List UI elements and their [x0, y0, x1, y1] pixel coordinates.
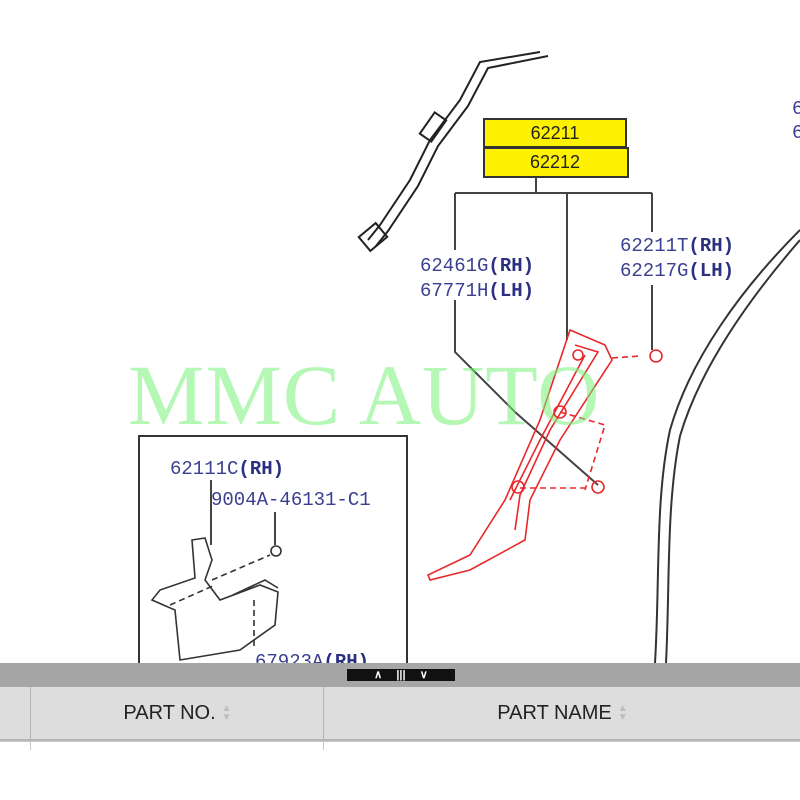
watermark: MMC AUTO [128, 347, 601, 443]
label-62217G: 62217G [620, 260, 688, 282]
svg-text:62211T(RH): 62211T(RH) [620, 235, 734, 257]
pillar-trim-part [426, 328, 663, 581]
expand-down-icon[interactable]: ∨ [419, 669, 428, 681]
inset-part-drawing [150, 537, 282, 661]
inset-box [138, 435, 408, 663]
row-select-cell[interactable] [0, 741, 30, 750]
inset-lower-side: (RH) [323, 651, 369, 663]
callout-62212-text: 62212 [530, 152, 580, 172]
harness-drawing [357, 51, 549, 253]
label-62461G: 62461G [420, 255, 488, 277]
inset-part-code: 62111C [170, 458, 238, 480]
panel-splitter[interactable]: ∧ ||| ∨ [0, 663, 800, 687]
parts-diagram: 62211 62212 62211T(RH) 62217G(LH) 62461G… [138, 51, 800, 663]
label-lh: (LH) [688, 260, 734, 282]
label-62211T: 62211T [620, 235, 688, 257]
edge-label-1: 6 [792, 98, 800, 120]
inset-part-side: (RH) [238, 458, 284, 480]
table-row [0, 741, 800, 750]
grip-icon[interactable]: ||| [396, 669, 406, 681]
svg-text:67923A(RH): 67923A(RH) [255, 651, 369, 663]
label-67771H: 67771H [420, 280, 488, 302]
header-part-no-label: PART NO. [123, 701, 216, 724]
label-rh: (RH) [688, 235, 734, 257]
table-header: PART NO. ▲▼ PART NAME ▲▼ [0, 687, 800, 741]
inset-clip-code: 9004A-46131-C1 [211, 489, 371, 511]
header-part-name[interactable]: PART NAME ▲▼ [323, 687, 800, 739]
header-part-no[interactable]: PART NO. ▲▼ [30, 687, 324, 739]
splitter-handle[interactable]: ∧ ||| ∨ [347, 669, 455, 681]
svg-text:62461G(RH): 62461G(RH) [420, 255, 534, 277]
svg-text:62217G(LH): 62217G(LH) [620, 260, 734, 282]
part-name-cell[interactable] [323, 741, 800, 750]
callout-62212 [483, 147, 629, 178]
svg-text:67771H(LH): 67771H(LH) [420, 280, 534, 302]
callout-62211 [483, 118, 627, 148]
callout-62211-text: 62211 [531, 123, 580, 143]
inset-lower-code: 67923A [255, 651, 324, 663]
part-no-cell[interactable] [30, 741, 324, 750]
header-part-name-label: PART NAME [497, 701, 612, 724]
edge-label-2: 6 [792, 122, 800, 144]
sort-icon[interactable]: ▲▼ [221, 703, 232, 723]
header-select-column [0, 687, 30, 739]
body-outline [654, 229, 800, 663]
sort-icon[interactable]: ▲▼ [617, 703, 628, 723]
label-rh: (RH) [488, 255, 534, 277]
collapse-up-icon[interactable]: ∧ [374, 669, 383, 681]
label-lh: (LH) [488, 280, 534, 302]
svg-text:62111C(RH): 62111C(RH) [170, 458, 284, 480]
